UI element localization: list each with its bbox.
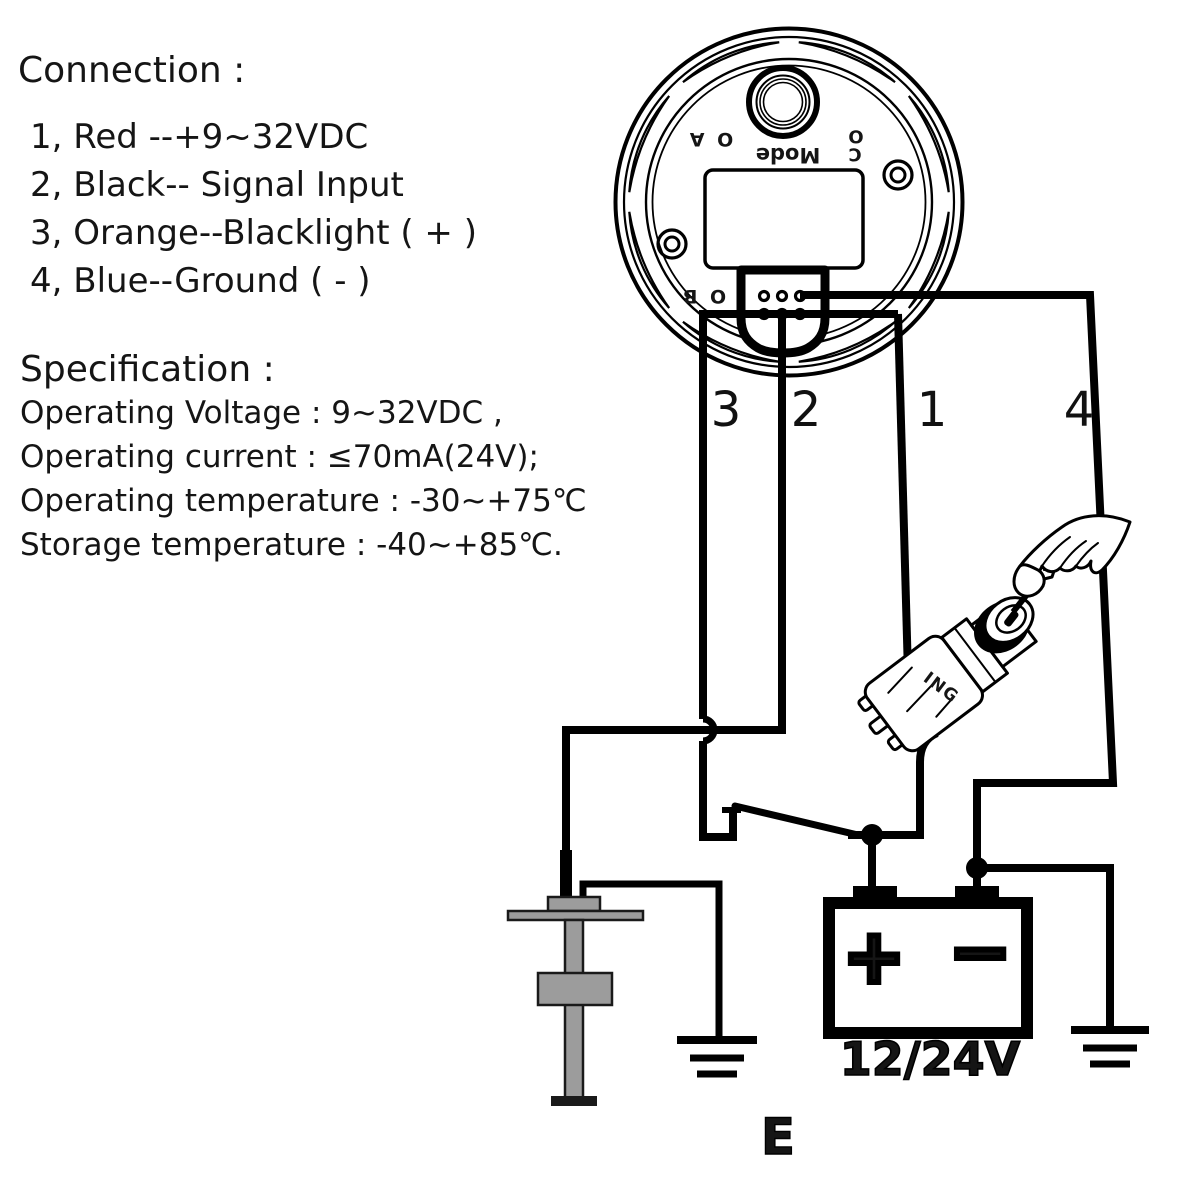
hand-outline — [1016, 514, 1132, 580]
gauge-button-c-label-o: O — [848, 126, 863, 147]
spec-line: Storage temperature : -40~+85℃. — [20, 527, 563, 563]
sender-terminal-block — [546, 895, 602, 913]
wire-2-label: 2 — [791, 382, 822, 438]
connection-heading: Connection : — [18, 50, 245, 91]
wire-number-labels: 3 2 1 4 — [711, 382, 1095, 438]
keyhole-icon — [1004, 610, 1019, 627]
gauge-mode-label: Mode — [756, 143, 821, 167]
diagram-letter-e: E — [761, 1108, 795, 1166]
gauge-screw-right — [882, 159, 914, 191]
switch-blade — [731, 802, 862, 839]
battery-minus-symbol: − — [949, 909, 1011, 995]
sender-bottom-cap — [551, 1096, 597, 1106]
finger-line — [1041, 536, 1071, 567]
ground-symbol-sender — [677, 1036, 757, 1078]
spec-heading: Specification : — [20, 349, 275, 390]
connection-item: 1, Red --+9~32VDC — [30, 117, 368, 157]
wire-1-red-power — [894, 313, 912, 675]
junction-dot-negative — [966, 857, 988, 879]
sender-flange — [506, 909, 645, 922]
sender-ground-wire — [579, 880, 723, 1040]
battery-box — [823, 897, 1033, 1039]
ground-symbol-battery — [1071, 1026, 1149, 1068]
gauge-outer-rim — [613, 26, 965, 378]
connection-item: 3, Orange--Blacklight ( + ) — [30, 213, 477, 253]
gauge-button-b-label: O B — [680, 285, 726, 307]
hand-illustration — [1012, 514, 1132, 598]
connection-item: 2, Black-- Signal Input — [30, 165, 404, 205]
sender-shaft — [563, 918, 585, 1100]
connector-pin — [775, 289, 789, 303]
junction-dot-positive — [861, 824, 883, 846]
fuel-sender — [506, 895, 645, 1106]
wire-3-orange-backlight — [699, 310, 898, 841]
switch-nut-facet — [953, 627, 997, 683]
spec-line: Operating temperature : -30~+75℃ — [20, 483, 587, 519]
wire-1-label: 1 — [917, 382, 948, 438]
finger-line — [1059, 540, 1087, 569]
connection-section: Connection : 1, Red --+9~32VDC 2, Black-… — [18, 50, 477, 301]
gauge-button-a-label: O A — [687, 128, 733, 150]
gauge-display-window — [703, 168, 865, 270]
gauge-mounting-hole — [746, 65, 820, 139]
spec-line: Operating Voltage : 9~32VDC , — [20, 395, 503, 431]
sender-float — [536, 971, 614, 1007]
battery: + − 12/24V — [823, 886, 1033, 1087]
gauge-screw-left — [656, 228, 688, 260]
switch-body-shading — [887, 666, 954, 718]
battery-plus-symbol: + — [843, 914, 905, 1000]
ignition-switch-face — [974, 596, 1035, 654]
wire-4-blue-ground — [800, 291, 1118, 888]
gauge-rim-ring — [622, 35, 956, 369]
gauge-rear-view: O A Mode O C O B — [613, 26, 965, 378]
spec-line: Operating current : ≤70mA(24V); — [20, 439, 539, 475]
gauge-bezel-scallops — [628, 41, 950, 363]
connection-item: 4, Blue--Ground ( - ) — [30, 261, 371, 301]
finger-line — [1075, 542, 1099, 567]
wire-4-label: 4 — [1064, 382, 1095, 438]
wire-3-label: 3 — [711, 382, 742, 438]
thumb — [1012, 563, 1046, 598]
specification-section: Specification : Operating Voltage : 9~32… — [20, 349, 587, 563]
gauge-button-c-label-c: C — [848, 144, 861, 165]
wire-2-signal — [562, 314, 786, 858]
battery-ground-wire — [977, 864, 1114, 1030]
battery-voltage-label: 12/24V — [840, 1032, 1021, 1086]
connector-pin — [757, 289, 771, 303]
